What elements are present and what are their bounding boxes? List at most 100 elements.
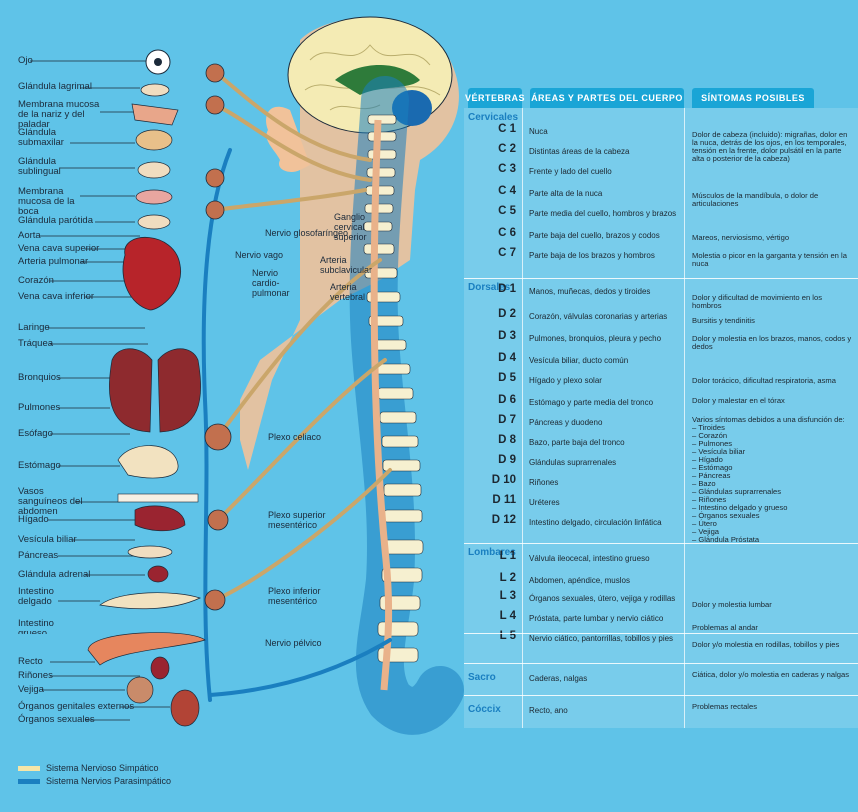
label-traquea: Tráquea [18,338,54,349]
area-cell: Recto, ano [529,706,568,715]
area-cell: Manos, muñecas, dedos y tiroides [529,287,651,296]
vertebra-label: L 5 [499,630,516,642]
vertebra-label: C 7 [498,247,516,259]
row-divider [464,543,858,544]
symptom-cell: Dolor y molestia lumbar [692,600,772,609]
vertebrae-table: VÉRTEBRAS ÁREAS Y PARTES DEL CUERPO SÍNT… [464,88,858,728]
legend-label-sympathetic: Sistema Nervioso Simpático [46,763,159,773]
vertebra-label: D 5 [498,372,516,384]
label-plexo-celiaco: Plexo celiaco [268,432,322,442]
symptom-cell: Músculos de la mandíbula, o dolor de art… [692,191,819,208]
area-cell: Intestino delgado, circulación linfática [529,518,662,527]
label-recto: Recto [18,656,43,667]
table-row: Caderas, nalgas [464,668,858,688]
label-nervio-pelvico: Nervio pélvico [265,638,322,648]
row-divider [464,663,858,664]
symptom-cell: Problemas al andar [692,623,758,632]
table-row: Recto, ano [464,700,858,720]
area-cell: Órganos sexuales, útero, vejiga y rodill… [529,594,676,603]
section-2: Lombares [464,543,858,663]
table-row: D 7 Páncreas y duodeno [464,412,858,432]
symptom-cell: Varios síntomas debidos a una disfunción… [692,415,845,544]
area-cell: Bazo, parte baja del tronco [529,438,625,447]
vertebra-label: D 11 [492,494,516,506]
vertebra-label: D 2 [498,308,516,320]
legend-swatch-parasympathetic [18,778,40,784]
legend: Sistema Nervioso Simpático Sistema Nervi… [18,762,171,788]
section-title: Dorsales [468,282,511,293]
label-membrana-nariz: Membrana mucosa de la nariz y del palada… [18,99,100,130]
symptom-cell: Dolor de cabeza (incluido): migrañas, do… [692,130,848,163]
label-rinones: Riñones [18,670,53,681]
label-arteria-pulmonar: Arteria pulmonar [18,256,89,267]
symptom-cell: Molestia o picor en la garganta y tensió… [692,251,847,268]
label-plexo-superior: Plexo superior mesentérico [268,510,326,530]
legend-label-parasympathetic: Sistema Nervios Parasimpático [46,776,172,786]
vertebra-label: D 3 [498,330,516,342]
vertebra-label: D 8 [498,434,516,446]
table-row: C 5 Parte media del cuello, hombros y bra… [464,203,858,223]
label-vena-cava-inferior: Vena cava inferior [18,291,95,302]
vertebra-label: D 9 [498,454,516,466]
section-3: Sacro [464,663,858,695]
vertebra-label: D 10 [491,474,516,486]
anatomy-illustration [30,16,464,735]
symptom-cell: Dolor torácico, dificultad respiratoria,… [692,376,836,385]
label-bronquios: Bronquios [18,372,61,383]
label-vasos-abdomen: Vasos sanguíneos del abdomen [18,486,83,517]
symptom-cell: Ciática, dolor y/o molestia en caderas y… [692,670,850,679]
area-cell: Vesícula biliar, ducto común [529,356,629,365]
vertebra-label: D 6 [498,394,516,406]
vertebra-label: D 4 [498,352,516,364]
section-title: Cóccix [468,704,501,715]
area-cell: Corazón, válvulas coronarias y arterias [529,312,668,321]
section-0: Cervicales [464,108,858,278]
area-cell: Uréteres [529,498,560,507]
row-divider [464,695,858,696]
area-cell: Riñones [529,478,559,487]
table-row: D 8 Bazo, parte baja del tronco [464,432,858,452]
header-areas: ÁREAS Y PARTES DEL CUERPO [530,88,684,108]
vertebra-label: C 1 [498,123,516,135]
symptom-cell: Dolor y dificultad de movimiento en los … [692,293,822,310]
vertebra-label: D 7 [498,414,516,426]
section-title: Cervicales [468,112,519,123]
area-cell: Parte media del cuello, hombros y brazos [529,209,677,218]
area-cell: Páncreas y duodeno [529,418,603,427]
table-row: D 11 Uréteres [464,492,858,512]
label-glandula-sublingual: Glándula sublingual [18,156,61,177]
label-membrana-boca: Membrana mucosa de la boca [18,186,75,217]
label-organos-sexuales: Órganos sexuales [18,714,95,725]
legend-item-parasympathetic: Sistema Nervios Parasimpático [18,775,171,787]
label-intestino-delgado: Intestino delgado [18,586,54,607]
label-glandula-parotida: Glándula parótida [18,215,93,226]
label-nervio-vago: Nervio vago [235,250,284,260]
label-ganglio-cervical: Ganglio cervical superior [334,212,367,242]
symptom-cell: Problemas rectales [692,702,757,711]
label-vejiga: Vejiga [18,684,44,695]
area-cell: Estómago y parte media del tronco [529,398,654,407]
area-cell: Nervio ciático, pantorrillas, tobillos y… [529,634,674,643]
label-corazon: Corazón [18,275,54,286]
label-pancreas: Páncreas [18,550,59,561]
table-row: D 4 Vesícula biliar, ducto común [464,350,858,370]
label-plexo-inferior: Plexo inferior mesentérico [268,586,321,606]
vertebra-label: C 5 [498,205,516,217]
vertebra-label: L 3 [499,590,516,602]
area-cell: Abdomen, apéndice, muslos [529,576,630,585]
label-glandula-submaxilar: Glándula submaxilar [18,127,64,148]
label-vena-cava-superior: Vena cava superior [18,243,100,254]
row-divider [464,278,858,279]
vertebra-label: C 4 [498,185,516,197]
table-row: L 3 Órganos sexuales, útero, vejiga y rod… [464,588,858,608]
section-1: Dorsales [464,278,858,543]
